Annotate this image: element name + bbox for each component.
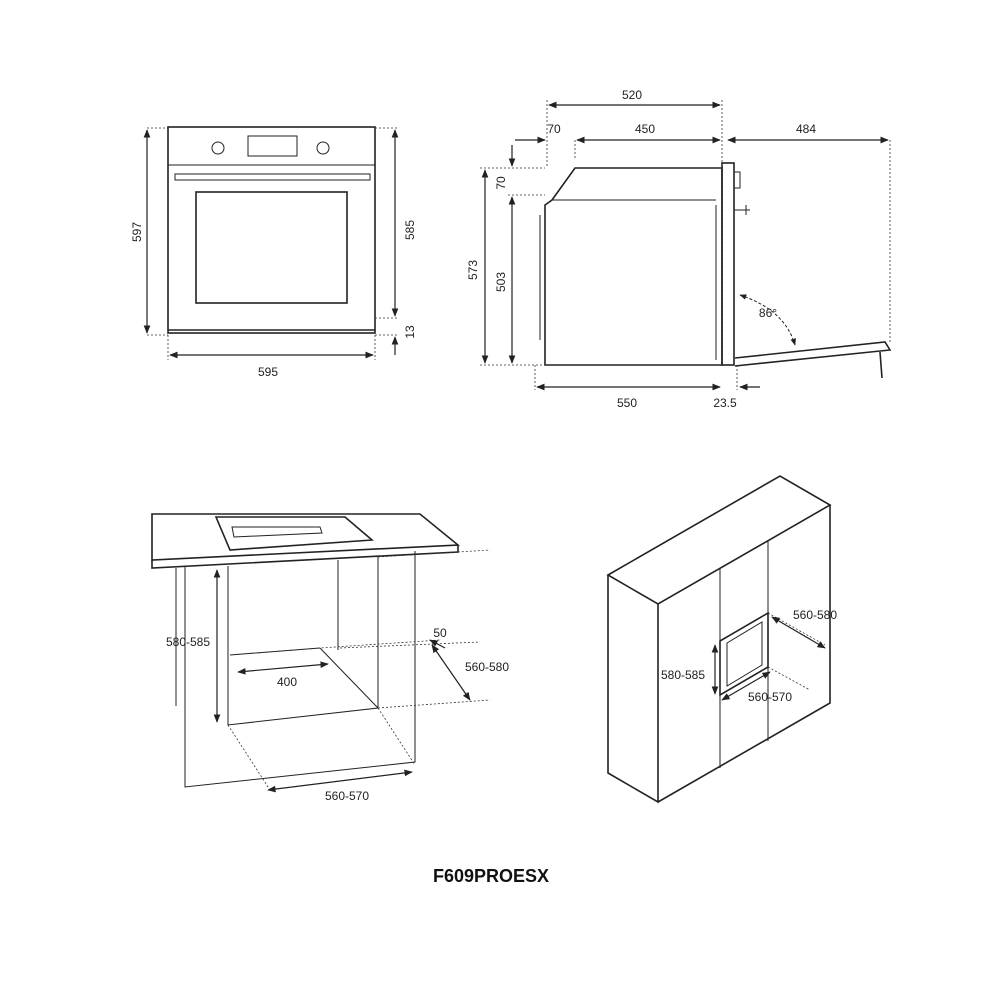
model-name: F609PROESX: [433, 866, 549, 886]
side-view: 520 70 450 484 573 70 503 86° 550 23.5: [466, 88, 892, 410]
dim-column-niche-width: 560-570: [748, 690, 792, 704]
door-open-outline: [734, 341, 892, 367]
dim-column-niche-depth: 560-580: [793, 608, 837, 622]
dim-column-niche-height: 580-585: [661, 668, 705, 682]
knob-left-icon: [211, 141, 225, 155]
oven-side-outline: [544, 167, 723, 366]
display-panel: [247, 135, 298, 157]
dim-undercounter-niche-height: 580-585: [166, 635, 210, 649]
dim-side-inner-height: 503: [494, 272, 508, 292]
dim-undercounter-niche-depth: 560-580: [465, 660, 509, 674]
dim-side-door-thickness: 23.5: [713, 396, 737, 410]
oven-front-outline: [167, 126, 376, 334]
door-window: [195, 191, 348, 304]
dim-front-width: 595: [258, 365, 278, 379]
door-handle: [174, 173, 371, 181]
knob-right-icon: [316, 141, 330, 155]
dim-undercounter-vent-gap: 50: [433, 626, 447, 640]
dim-side-depth-total: 520: [622, 88, 642, 102]
column-side: [607, 575, 659, 804]
dim-undercounter-niche-width: 560-570: [325, 789, 369, 803]
countertop: [151, 513, 461, 561]
dim-undercounter-rear-opening: 400: [277, 675, 297, 689]
dim-side-top-depth: 450: [635, 122, 655, 136]
hob: [214, 516, 375, 551]
dim-side-top-offset: 70: [547, 122, 561, 136]
column-installation: 560-580 580-585 560-570: [606, 475, 837, 804]
undercounter-installation: 580-585 50 560-580 400 560-570: [151, 513, 509, 803]
front-view: 597 585 13 595: [130, 126, 417, 379]
dim-front-bottom-gap: 13: [403, 325, 417, 339]
dim-side-door-angle: 86°: [759, 306, 777, 320]
dim-front-height-total: 597: [130, 222, 144, 242]
dim-side-door-open: 484: [796, 122, 816, 136]
dim-side-height-total: 573: [466, 260, 480, 280]
dim-front-height-body: 585: [403, 220, 417, 240]
dim-side-body-depth: 550: [617, 396, 637, 410]
column-top: [606, 475, 832, 605]
dim-side-top-step: 70: [494, 176, 508, 190]
column-front: [657, 505, 831, 803]
door-side: [721, 162, 735, 366]
